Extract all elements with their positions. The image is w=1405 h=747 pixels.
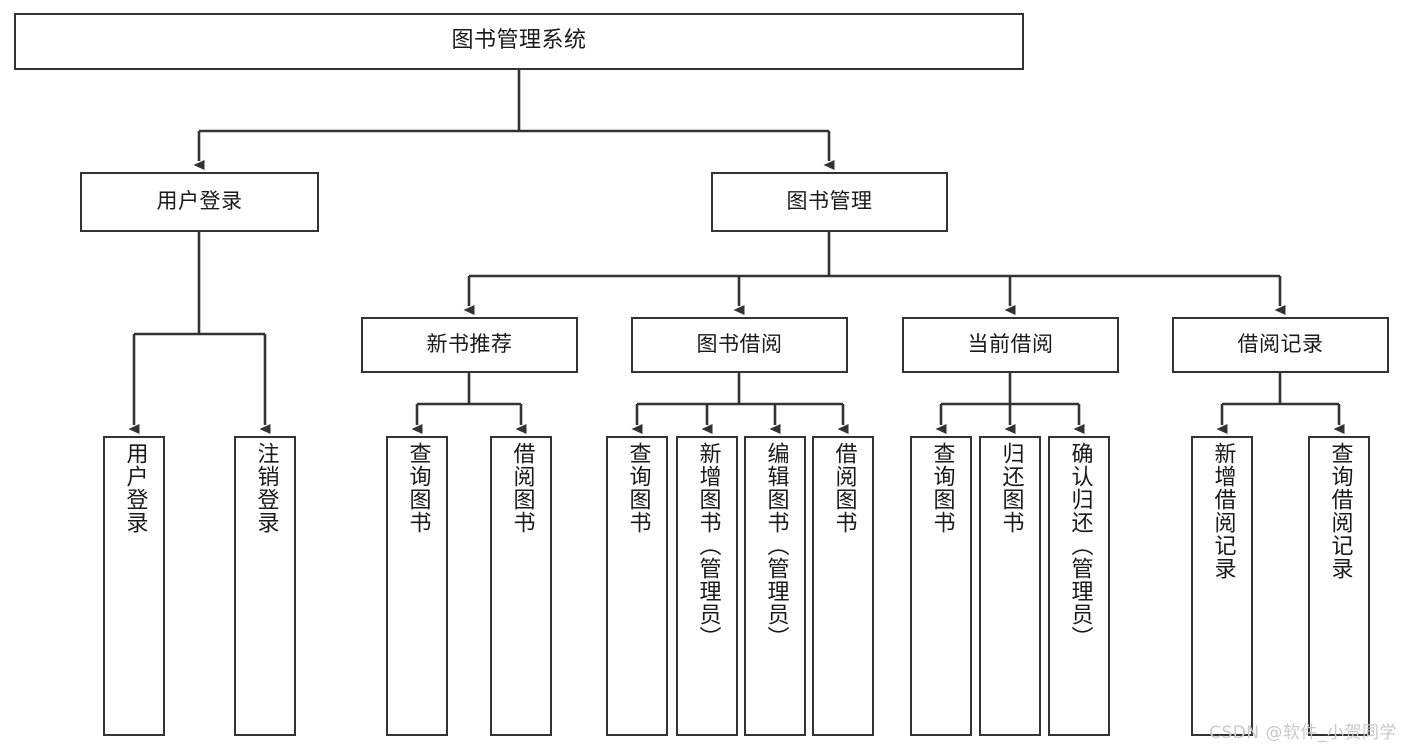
leaf-user-login-login[interactable]: 用户登录 [103, 436, 165, 736]
node-label: 图书借阅 [696, 332, 783, 357]
watermark-text: CSDN @软件_小贺同学 [1209, 723, 1397, 743]
node-new-book-recommend[interactable]: 新书推荐 [361, 317, 578, 373]
leaf-book-borrow-query[interactable]: 查询图书 [606, 436, 668, 736]
node-label: 归还图书 [998, 442, 1024, 534]
node-label: 编辑图书（管理员） [763, 442, 789, 649]
node-label: 查询图书 [405, 442, 431, 534]
leaf-book-borrow-edit[interactable]: 编辑图书（管理员） [744, 436, 806, 736]
node-label: 查询图书 [929, 442, 955, 534]
node-label: 新书推荐 [426, 332, 513, 357]
node-label: 图书管理系统 [451, 28, 587, 54]
node-label: 用户登录 [156, 189, 243, 214]
leaf-book-borrow-add[interactable]: 新增图书（管理员） [676, 436, 738, 736]
node-user-login[interactable]: 用户登录 [80, 172, 319, 232]
leaf-new-book-query[interactable]: 查询图书 [386, 436, 448, 736]
node-current-borrow[interactable]: 当前借阅 [902, 317, 1119, 373]
leaf-user-login-logout[interactable]: 注销登录 [234, 436, 296, 736]
node-label: 查询借阅记录 [1327, 442, 1353, 580]
node-label: 注销登录 [253, 442, 279, 534]
leaf-borrow-record-query[interactable]: 查询借阅记录 [1308, 436, 1370, 736]
node-label: 确认归还（管理员） [1067, 442, 1093, 649]
leaf-borrow-record-add[interactable]: 新增借阅记录 [1191, 436, 1253, 736]
leaf-book-borrow-borrow[interactable]: 借阅图书 [812, 436, 874, 736]
node-label: 用户登录 [122, 442, 148, 534]
node-label: 借阅图书 [509, 442, 535, 534]
leaf-new-book-borrow[interactable]: 借阅图书 [490, 436, 552, 736]
node-label: 图书管理 [786, 189, 873, 214]
node-root-system[interactable]: 图书管理系统 [14, 13, 1024, 70]
node-label: 新增图书（管理员） [695, 442, 721, 649]
node-label: 新增借阅记录 [1210, 442, 1236, 580]
node-book-borrow[interactable]: 图书借阅 [631, 317, 848, 373]
leaf-current-borrow-return[interactable]: 归还图书 [979, 436, 1041, 736]
node-label: 借阅图书 [831, 442, 857, 534]
node-label: 当前借阅 [967, 332, 1054, 357]
leaf-current-borrow-query[interactable]: 查询图书 [910, 436, 972, 736]
node-book-management[interactable]: 图书管理 [711, 172, 948, 232]
node-borrow-record[interactable]: 借阅记录 [1172, 317, 1389, 373]
node-label: 借阅记录 [1237, 332, 1324, 357]
leaf-current-borrow-confirm-return[interactable]: 确认归还（管理员） [1048, 436, 1110, 736]
node-label: 查询图书 [625, 442, 651, 534]
